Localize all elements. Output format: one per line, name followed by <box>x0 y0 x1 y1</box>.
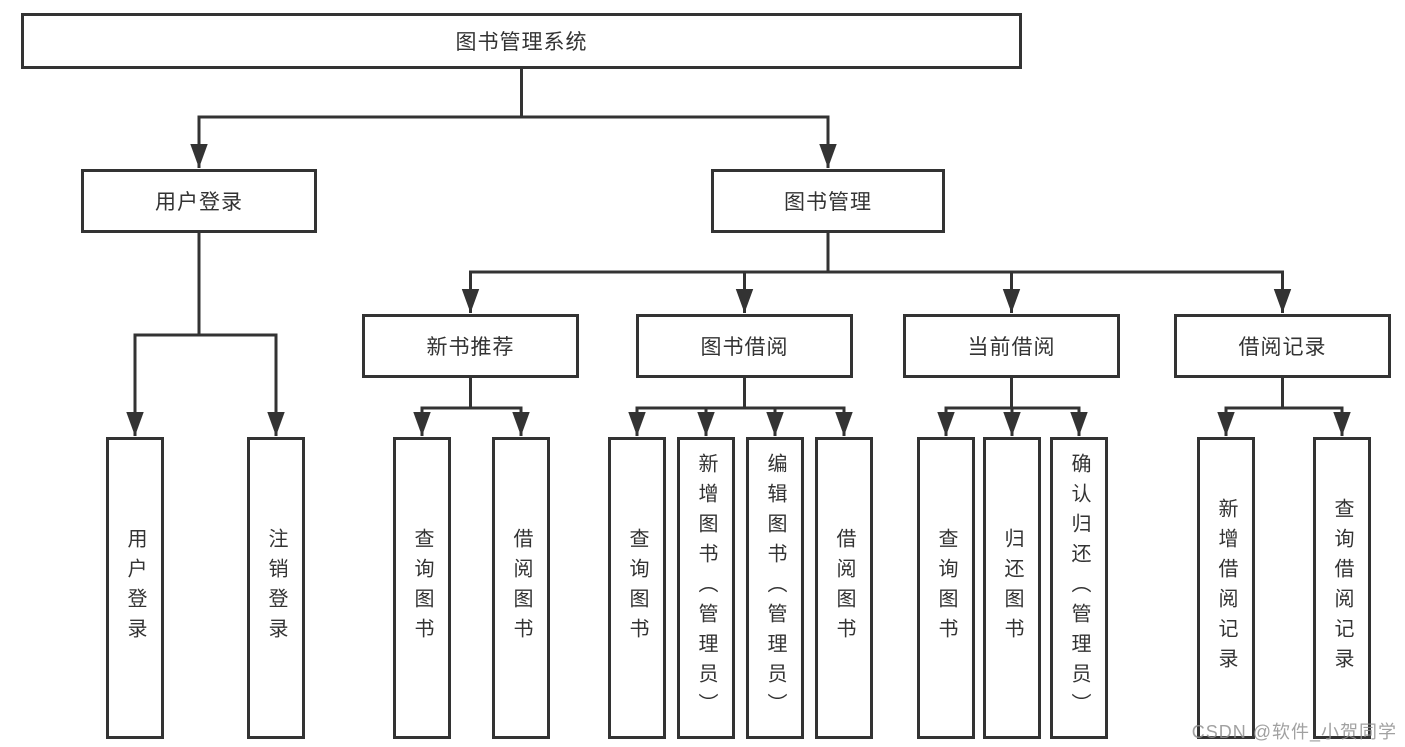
csdn-watermark: CSDN @软件_小贺同学 <box>1191 722 1397 742</box>
leaf-add-book-admin: 新增图书（管理员） <box>677 437 735 739</box>
leaf-label: 新增借阅记录 <box>1215 498 1237 678</box>
leaf-label: 新增图书（管理员） <box>695 453 717 723</box>
connector-current-to-leaves <box>937 375 1088 436</box>
node-book-borrow: 图书借阅 <box>636 314 853 378</box>
leaf-label: 用户登录 <box>124 528 146 648</box>
node-label: 当前借阅 <box>967 336 1056 359</box>
node-borrow-records: 借阅记录 <box>1174 314 1391 378</box>
leaf-label: 归还图书 <box>1001 528 1023 648</box>
node-label: 图书管理 <box>784 191 872 214</box>
connector-borrow-to-leaves <box>628 375 853 436</box>
node-new-book-recommend: 新书推荐 <box>362 314 579 378</box>
node-current-borrow: 当前借阅 <box>903 314 1120 378</box>
connector-root-to-level2 <box>190 66 837 168</box>
leaf-label: 编辑图书（管理员） <box>764 453 786 723</box>
leaf-label: 注销登录 <box>265 528 287 648</box>
leaf-label: 查询图书 <box>411 528 433 648</box>
leaf-label: 查询图书 <box>626 528 648 648</box>
leaf-label: 确认归还（管理员） <box>1068 453 1090 723</box>
leaf-edit-book-admin: 编辑图书（管理员） <box>746 437 804 739</box>
node-root-system: 图书管理系统 <box>21 13 1022 69</box>
leaf-label: 借阅图书 <box>833 528 855 648</box>
leaf-label: 查询借阅记录 <box>1331 498 1353 678</box>
leaf-label: 借阅图书 <box>510 528 532 648</box>
node-label: 新书推荐 <box>426 336 515 359</box>
node-user-login: 用户登录 <box>81 169 317 233</box>
leaf-label: 查询图书 <box>935 528 957 648</box>
node-book-management: 图书管理 <box>711 169 945 233</box>
node-label: 借阅记录 <box>1238 336 1327 359</box>
leaf-confirm-return-admin: 确认归还（管理员） <box>1050 437 1108 739</box>
leaf-logout: 注销登录 <box>247 437 305 739</box>
leaf-query-borrow-record: 查询借阅记录 <box>1313 437 1371 739</box>
leaf-query-books-borrow: 查询图书 <box>608 437 666 739</box>
leaf-query-books-current: 查询图书 <box>917 437 975 739</box>
leaf-user-login: 用户登录 <box>106 437 164 739</box>
node-root-label: 图书管理系统 <box>455 31 588 54</box>
connector-recommend-to-leaves <box>413 375 530 436</box>
leaf-add-borrow-record: 新增借阅记录 <box>1197 437 1255 739</box>
leaf-borrow-books-recommend: 借阅图书 <box>492 437 550 739</box>
node-label: 图书借阅 <box>700 336 789 359</box>
connector-userlogin-to-leaves <box>126 230 285 436</box>
connector-mgmt-to-level3 <box>461 230 1292 313</box>
leaf-return-books: 归还图书 <box>983 437 1041 739</box>
leaf-query-books-recommend: 查询图书 <box>393 437 451 739</box>
leaf-borrow-books: 借阅图书 <box>815 437 873 739</box>
node-label: 用户登录 <box>155 191 243 214</box>
connector-records-to-leaves <box>1217 375 1351 436</box>
